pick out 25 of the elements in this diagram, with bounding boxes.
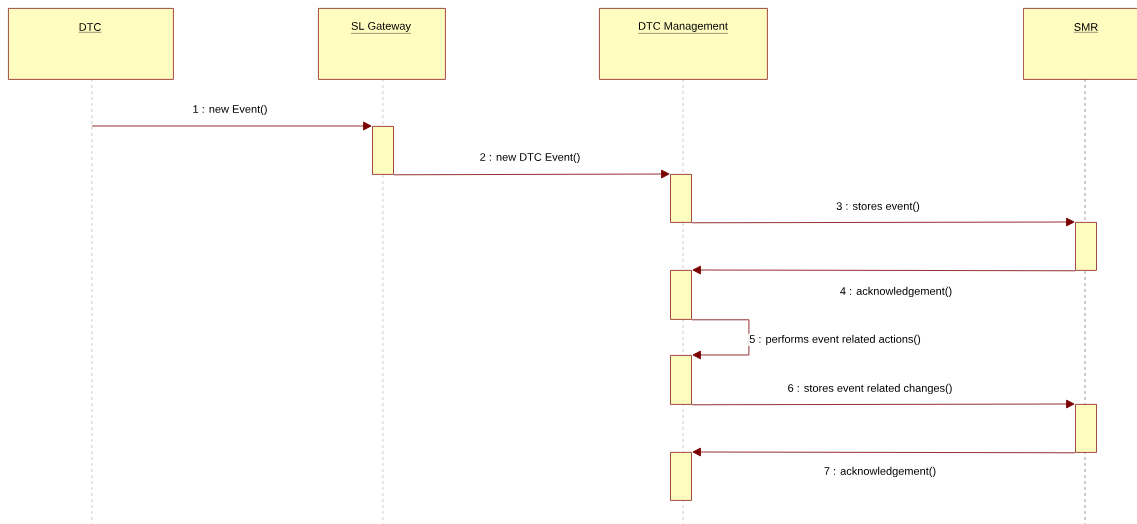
activation-bar (372, 126, 394, 175)
lifeline-head: SMR (1023, 8, 1137, 80)
lifeline-head: DTC (8, 8, 174, 80)
edge-label: 2 : new DTC Event() (478, 151, 582, 165)
message-arrow (91, 121, 372, 131)
lifeline-head: SL Gateway (318, 8, 446, 80)
edge-label: 1 : new Event() (191, 103, 269, 117)
edge-label: 4 : acknowledgement() (838, 285, 954, 299)
activation-bar (670, 355, 692, 405)
edge-label: 7 : acknowledgement() (822, 465, 938, 479)
activation-bar (670, 174, 692, 223)
message-arrow (692, 265, 1076, 275)
edge-label: 3 : stores event() (835, 200, 921, 214)
message-arrow (692, 447, 1076, 457)
lifeline-head: DTC Management (599, 8, 768, 80)
message-arrow (691, 217, 1075, 227)
message-arrow (393, 169, 670, 179)
activation-bar (670, 452, 692, 501)
activation-bar (1075, 222, 1097, 271)
edge-label: 5 : performs event related actions() (748, 333, 922, 347)
edge-label: 6 : stores event related changes() (786, 382, 954, 396)
message-arrow (691, 319, 750, 360)
activation-bar (670, 270, 692, 320)
message-arrow (691, 399, 1075, 409)
activation-bar (1075, 404, 1097, 453)
